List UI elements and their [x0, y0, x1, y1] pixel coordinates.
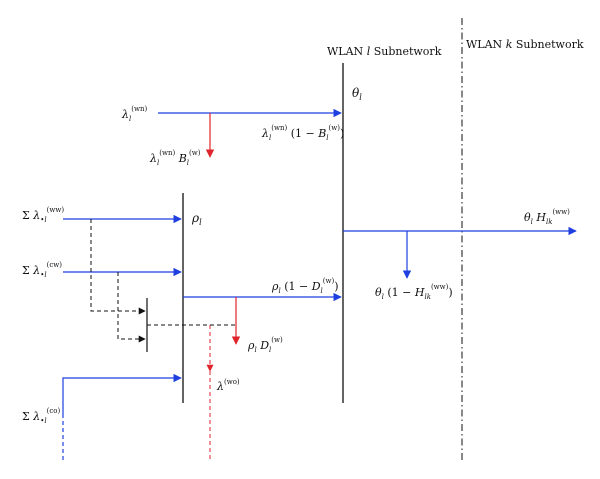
rho-drop-label: ρl Dl(w) [247, 336, 283, 354]
sum-ww-label: Σ λ•l(ww) [22, 206, 64, 224]
cw-dashed-path [117, 272, 146, 343]
sum-co-label: Σ λ•l(co) [22, 407, 61, 425]
theta-drop-label: θl (1 − Hlk(ww)) [375, 283, 453, 301]
wlan-l-subnetwork-title: WLAN l Subnetwork [327, 45, 442, 58]
lambda-wn-label: λl(wn) [121, 105, 147, 123]
ww-dashed-path [90, 219, 146, 315]
wlan-k-subnetwork-title: WLAN k Subnetwork [466, 38, 584, 51]
sum-co-arrow [62, 373, 182, 414]
rho-pass-label: ρl (1 − Dl(w)) [271, 277, 339, 295]
lambda-wn-pass-label: λl(wn) (1 − Bl(w)) [261, 124, 344, 142]
lambda-wo-label: λ(wo) [216, 378, 240, 393]
rho-l-label: ρl [191, 211, 202, 227]
wo-dashed-path [147, 324, 214, 372]
sum-cw-label: Σ λ•l(cw) [22, 261, 62, 279]
theta-out-label: θl Hlk(ww) [524, 208, 570, 226]
theta-l-label: θl [352, 86, 362, 102]
lambda-wn-block-label: λl(wn) Bl(w) [149, 149, 201, 167]
